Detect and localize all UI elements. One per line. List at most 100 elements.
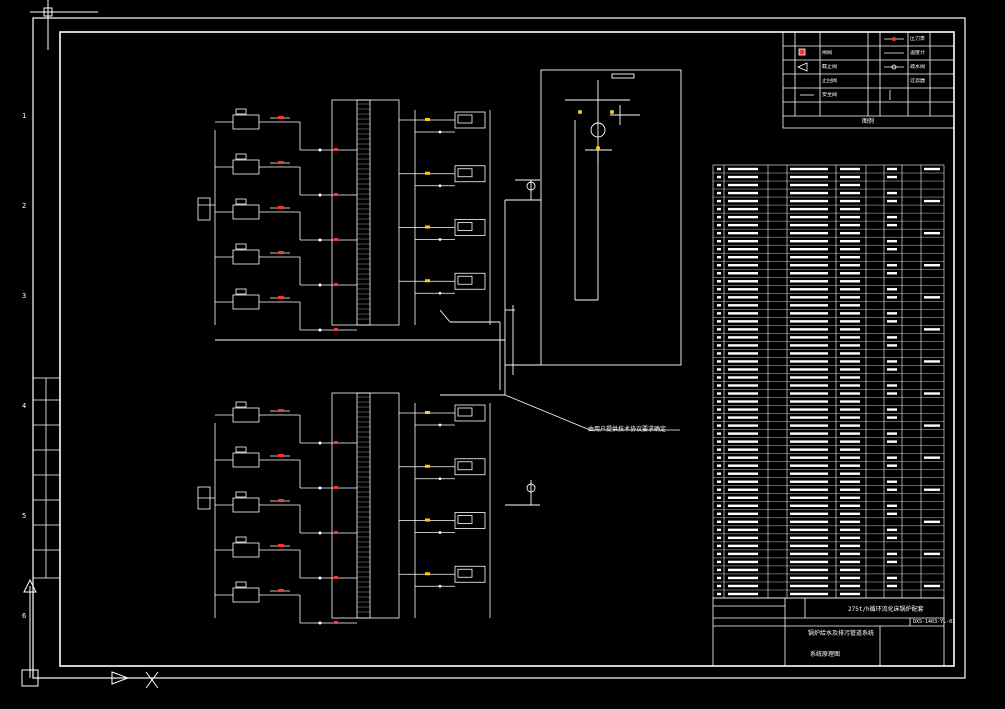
bom-mark xyxy=(840,432,860,435)
legend-label-4: 安全阀 xyxy=(822,92,838,98)
junction-dot xyxy=(438,423,442,427)
left-unit xyxy=(232,587,260,603)
junction-dot xyxy=(438,130,442,134)
legend-label-6: 温度计 xyxy=(910,50,926,56)
bom-mark xyxy=(924,392,940,395)
bom-mark xyxy=(887,167,897,171)
bom-mark xyxy=(717,344,721,347)
bom-mark xyxy=(728,247,758,251)
bom-mark xyxy=(924,456,940,459)
bom-mark xyxy=(887,312,897,315)
right-unit xyxy=(454,272,486,290)
bom-mark xyxy=(790,272,828,275)
left-unit xyxy=(232,249,260,265)
bom-mark xyxy=(887,368,897,371)
bom-mark xyxy=(717,272,721,275)
red-valve-icon xyxy=(334,328,338,331)
bom-mark xyxy=(728,568,758,572)
bom-mark xyxy=(728,496,758,499)
bom-mark xyxy=(840,576,860,580)
left-unit xyxy=(232,159,260,175)
bom-mark xyxy=(728,215,758,219)
bom-mark xyxy=(717,239,721,243)
right-unit xyxy=(454,458,486,476)
bom-mark xyxy=(887,223,897,227)
bom-mark xyxy=(717,368,721,371)
bom-mark xyxy=(790,584,828,588)
bom-mark xyxy=(790,400,828,403)
red-valve-icon xyxy=(334,283,338,286)
bom-mark xyxy=(924,167,940,171)
bom-mark xyxy=(840,408,860,411)
bom-mark xyxy=(790,440,828,443)
red-valve-icon xyxy=(334,486,338,489)
red-valve-icon xyxy=(278,161,284,164)
bom-mark xyxy=(717,199,721,203)
bom-mark xyxy=(887,296,897,299)
bom-mark xyxy=(717,288,721,291)
inner-frame xyxy=(59,31,955,667)
junction-dot xyxy=(318,328,322,332)
bom-mark xyxy=(840,456,860,459)
bom-mark xyxy=(790,207,828,211)
bom-mark xyxy=(790,432,828,435)
bom-mark xyxy=(717,256,721,259)
bom-mark xyxy=(717,416,721,419)
bom-mark xyxy=(887,576,897,580)
ucs-origin-icon xyxy=(21,578,159,689)
bom-mark xyxy=(717,480,721,483)
bom-mark xyxy=(717,231,721,235)
bom-mark xyxy=(717,424,721,427)
bom-mark xyxy=(728,360,758,363)
bom-mark xyxy=(717,183,721,187)
right-unit-inner xyxy=(457,568,473,578)
bom-mark xyxy=(790,464,828,467)
bom-mark xyxy=(924,584,940,588)
junction-dot xyxy=(318,238,322,242)
bom-mark xyxy=(717,312,721,315)
left-unit xyxy=(232,497,260,513)
red-valve-icon xyxy=(334,576,338,579)
bom-mark xyxy=(790,472,828,475)
bom-mark xyxy=(790,376,828,379)
bom-mark xyxy=(840,536,860,540)
red-valve-icon xyxy=(278,206,284,209)
bom-mark xyxy=(717,215,721,219)
bom-mark xyxy=(840,272,860,275)
bom-mark xyxy=(790,392,828,395)
bom-mark xyxy=(717,336,721,339)
bom-mark xyxy=(790,448,828,451)
bom-mark xyxy=(728,320,758,323)
bom-mark xyxy=(717,536,721,540)
bom-mark xyxy=(790,320,828,323)
bom-mark xyxy=(790,256,828,259)
bom-mark xyxy=(924,424,940,427)
bom-mark xyxy=(887,288,897,291)
bom-mark xyxy=(887,272,897,275)
legend-symbols xyxy=(797,37,904,100)
bom-mark xyxy=(840,344,860,347)
red-valve-icon xyxy=(278,116,284,119)
bom-mark xyxy=(717,320,721,323)
bom-mark xyxy=(717,520,721,524)
bom-mark xyxy=(728,207,758,211)
bom-mark xyxy=(840,440,860,443)
bom-mark xyxy=(887,440,897,443)
bom-mark xyxy=(790,456,828,459)
bom-mark xyxy=(840,183,860,187)
left-unit-tag xyxy=(235,581,247,588)
bom-mark xyxy=(840,304,860,307)
deaerator-panel xyxy=(540,69,682,366)
legend-label-2: 截止阀 xyxy=(822,64,838,70)
bom-mark xyxy=(790,592,828,596)
bom-mark xyxy=(840,320,860,323)
left-unit xyxy=(232,407,260,423)
bom-mark xyxy=(728,472,758,475)
red-valve-icon xyxy=(334,238,338,241)
legend-table-frame xyxy=(782,31,955,129)
ruler-label-5: 5 xyxy=(22,512,27,520)
bom-mark xyxy=(728,175,758,179)
bom-mark xyxy=(717,264,721,267)
title-sub-name: 系统原理图 xyxy=(810,651,841,658)
bom-mark xyxy=(728,183,758,187)
